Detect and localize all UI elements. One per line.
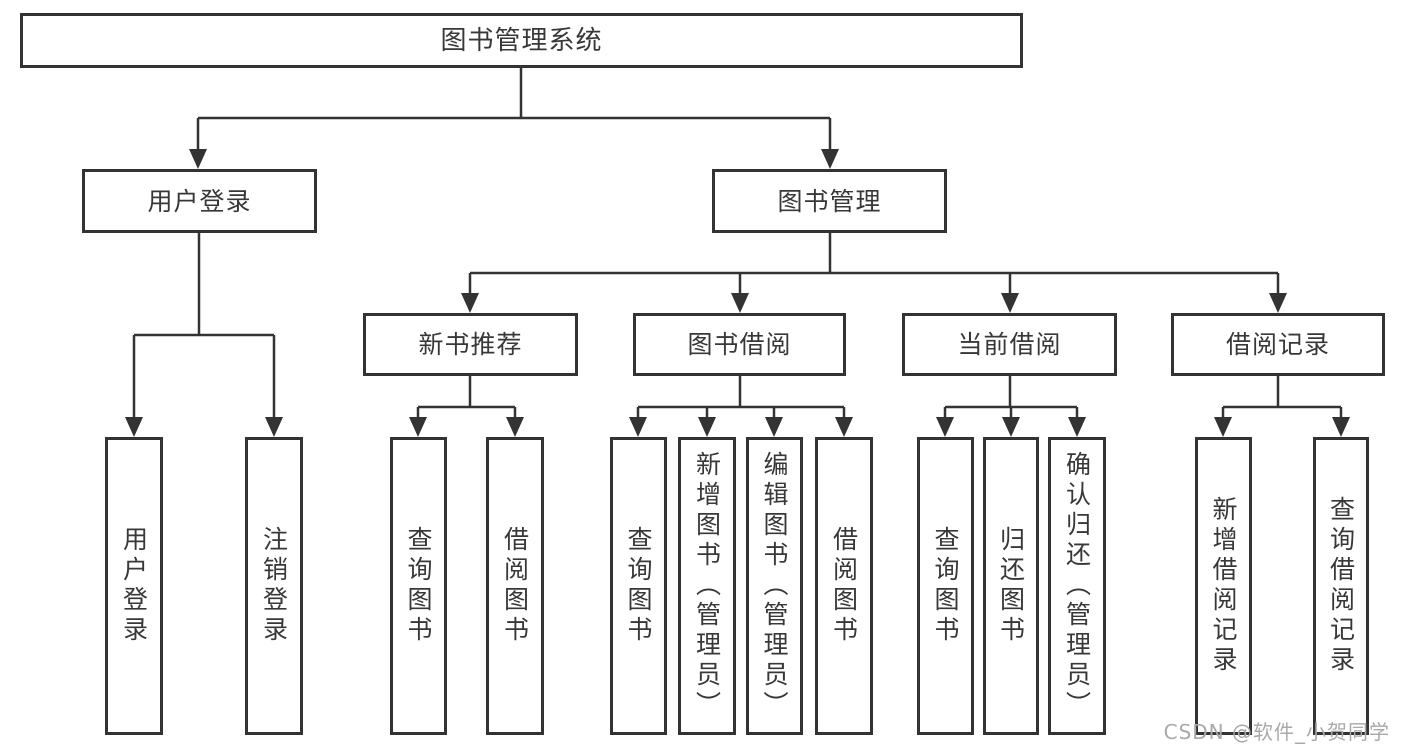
- node-leaf-borrow-books-recommend: 借阅图书: [486, 437, 544, 735]
- node-leaf-add-book-admin: 新增图书（管理员）: [678, 437, 736, 735]
- node-label: 用户登录: [147, 186, 252, 216]
- node-label: 查询图书: [404, 526, 433, 646]
- node-leaf-query-books-recommend: 查询图书: [390, 437, 447, 735]
- node-label: 图书管理: [777, 186, 882, 216]
- node-label: 注销登录: [259, 526, 289, 646]
- node-label: 查询借阅记录: [1326, 496, 1356, 676]
- node-book-management: 图书管理: [712, 169, 947, 233]
- node-label: 借阅图书: [829, 526, 859, 646]
- node-leaf-return-books: 归还图书: [983, 437, 1039, 735]
- node-book-borrowing: 图书借阅: [633, 313, 846, 376]
- node-leaf-confirm-return-admin: 确认归还（管理员）: [1048, 437, 1106, 735]
- node-label: 借阅图书: [500, 526, 530, 646]
- node-label: 编辑图书（管理员）: [760, 451, 789, 721]
- node-borrowing-records: 借阅记录: [1171, 313, 1385, 376]
- node-label: 查询图书: [624, 526, 653, 646]
- node-label: 用户登录: [119, 526, 149, 646]
- node-leaf-query-borrow-record: 查询借阅记录: [1313, 437, 1369, 735]
- node-label: 当前借阅: [957, 330, 1062, 359]
- node-label: 新增图书（管理员）: [692, 451, 722, 721]
- watermark: CSDN @软件_小贺同学: [1163, 720, 1390, 744]
- node-leaf-user-login: 用户登录: [105, 437, 163, 735]
- node-leaf-borrow-books: 借阅图书: [815, 437, 873, 735]
- node-leaf-logout: 注销登录: [245, 437, 303, 735]
- node-label: 新书推荐: [418, 330, 523, 359]
- node-root: 图书管理系统: [20, 13, 1023, 68]
- node-new-book-recommend: 新书推荐: [363, 313, 578, 376]
- node-label: 图书管理系统: [440, 25, 603, 56]
- node-label: 确认归还（管理员）: [1062, 451, 1092, 721]
- node-current-borrowing: 当前借阅: [902, 313, 1117, 376]
- connector-lines: [132, 68, 1343, 421]
- node-leaf-query-books-current: 查询图书: [917, 437, 974, 735]
- node-user-login: 用户登录: [82, 169, 317, 233]
- arrowhead-icons: [125, 149, 1350, 437]
- node-label: 归还图书: [996, 526, 1026, 646]
- node-label: 图书借阅: [687, 330, 792, 359]
- node-label: 借阅记录: [1225, 330, 1330, 359]
- node-label: 查询图书: [931, 526, 960, 646]
- node-leaf-add-borrow-record: 新增借阅记录: [1195, 437, 1252, 735]
- node-leaf-query-books-borrow: 查询图书: [610, 437, 667, 735]
- node-label: 新增借阅记录: [1209, 496, 1238, 676]
- node-leaf-edit-book-admin: 编辑图书（管理员）: [746, 437, 803, 735]
